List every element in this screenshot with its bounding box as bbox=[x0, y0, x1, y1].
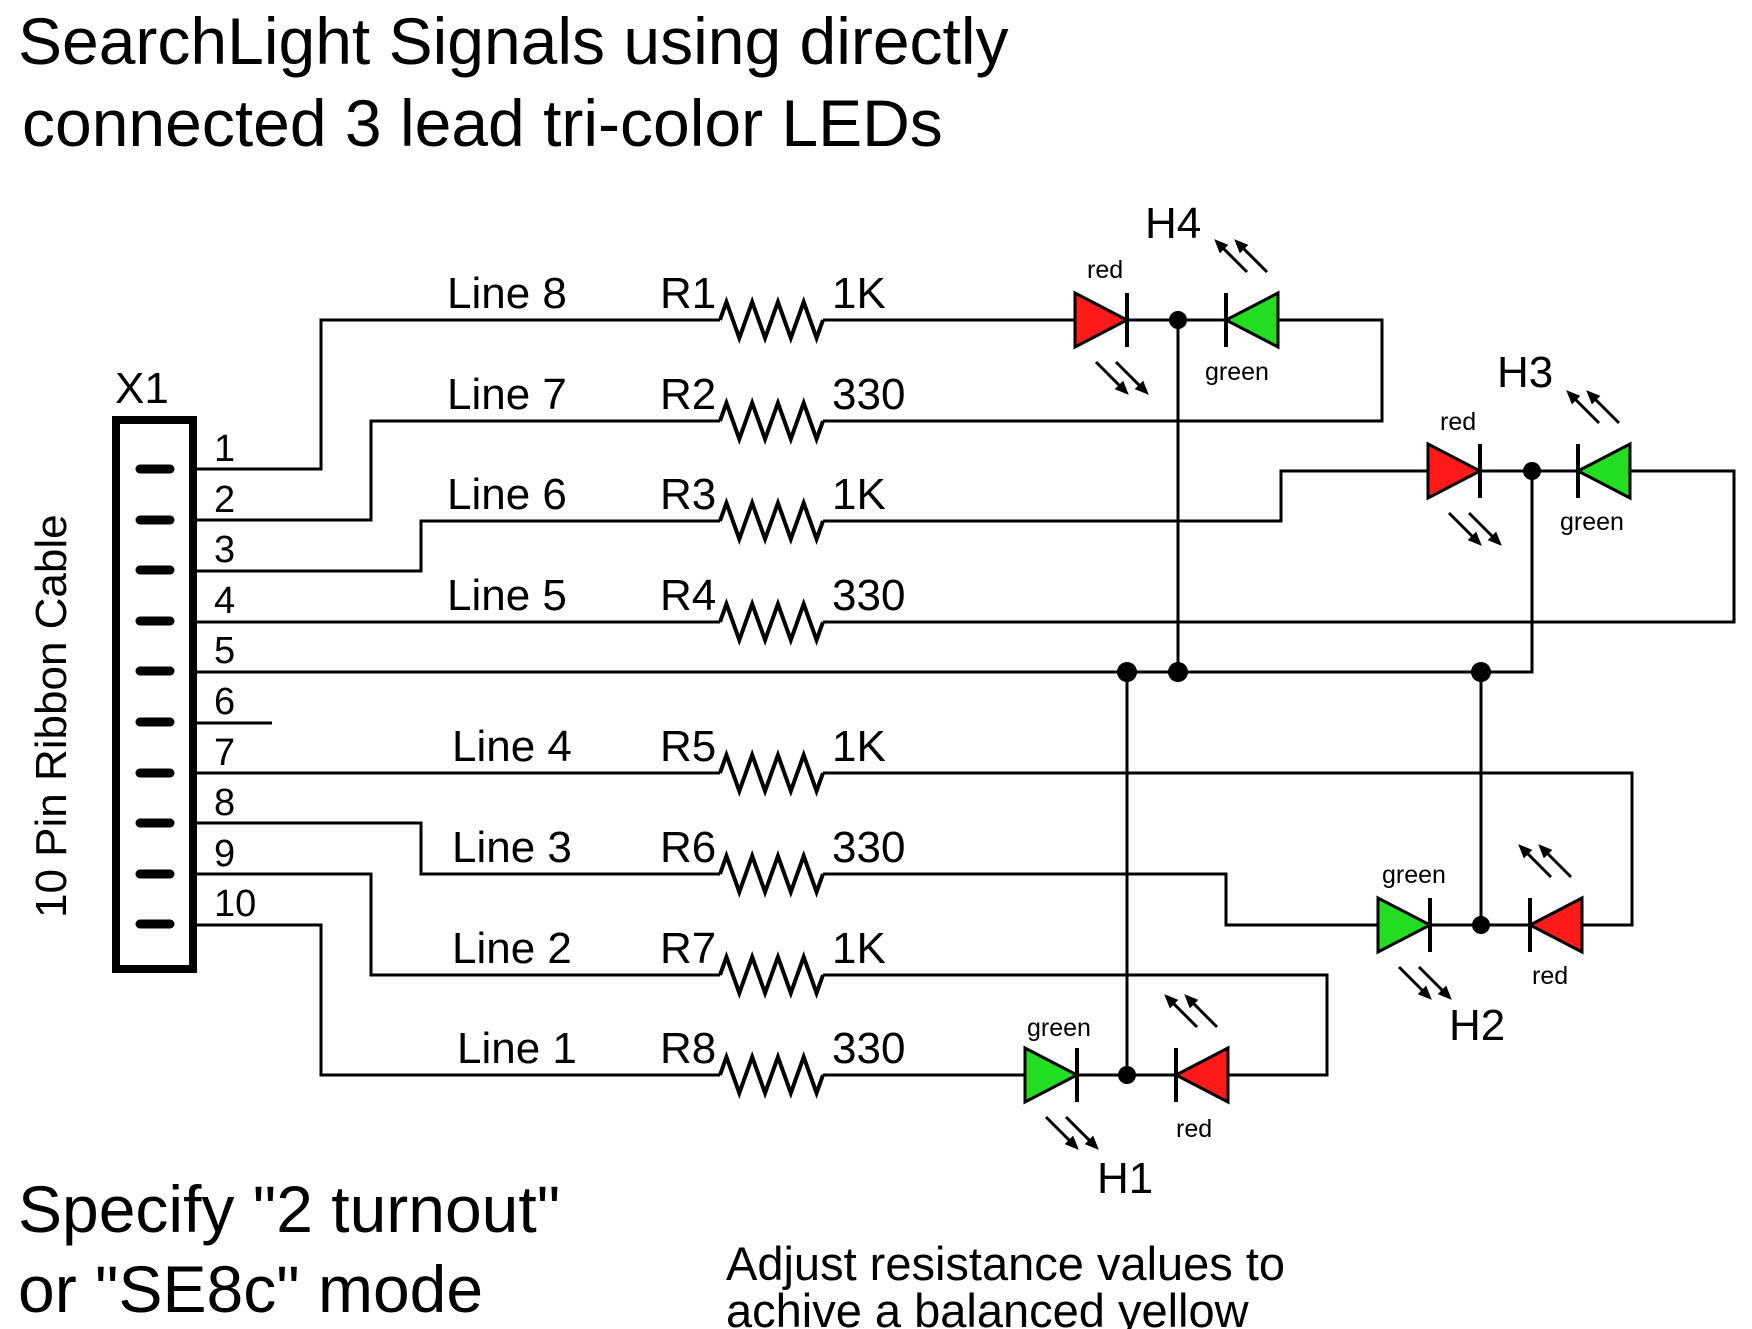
mode-note-line-1: Specify "2 turnout" bbox=[18, 1172, 560, 1246]
pin-number: 10 bbox=[214, 883, 256, 925]
resistor-value: 330 bbox=[832, 571, 905, 620]
h4-green-led bbox=[1214, 239, 1280, 350]
resistor-value: 330 bbox=[832, 1024, 905, 1073]
adjust-note-line-1: Adjust resistance values to bbox=[726, 1237, 1285, 1290]
title-line-1: SearchLight Signals using directly bbox=[18, 4, 1009, 78]
resistor-value: 1K bbox=[832, 470, 886, 519]
pin-number: 7 bbox=[214, 732, 235, 774]
pin-number: 6 bbox=[214, 681, 235, 723]
cable-label: 10 Pin Ribbon Cable bbox=[27, 514, 76, 918]
connector-body bbox=[112, 416, 197, 973]
resistor-label: R1 bbox=[660, 269, 716, 318]
h4-right-color-label: green bbox=[1205, 358, 1269, 386]
resistor-value: 330 bbox=[832, 823, 905, 872]
resistor-label: R5 bbox=[660, 722, 716, 771]
line-label: Line 7 bbox=[447, 370, 567, 419]
resistor-label: R6 bbox=[660, 823, 716, 872]
h3-green-led bbox=[1566, 390, 1632, 501]
junction-dots bbox=[1117, 311, 1541, 1084]
title-line-2: connected 3 lead tri-color LEDs bbox=[22, 86, 943, 160]
resistor-value: 1K bbox=[832, 269, 886, 318]
resistor-label: R4 bbox=[660, 571, 716, 620]
h4-red-led bbox=[1073, 290, 1149, 395]
line-label: Line 4 bbox=[452, 722, 572, 771]
resistor-symbol bbox=[718, 497, 825, 545]
leds bbox=[1023, 239, 1632, 1150]
resistor-label: R7 bbox=[660, 924, 716, 973]
h2-left-color-label: green bbox=[1382, 861, 1446, 889]
head-h2-label: H2 bbox=[1449, 1001, 1505, 1050]
resistor-symbol bbox=[718, 397, 825, 445]
h1-green-led bbox=[1023, 1045, 1099, 1150]
resistor-symbol bbox=[718, 749, 825, 797]
pin-number: 8 bbox=[214, 782, 235, 824]
adjust-note-line-2: achive a balanced yellow bbox=[726, 1284, 1250, 1329]
resistor-label: R3 bbox=[660, 470, 716, 519]
pin-number: 5 bbox=[214, 630, 235, 672]
pin-number: 3 bbox=[214, 529, 235, 571]
resistor-label: R8 bbox=[660, 1024, 716, 1073]
connector-label: X1 bbox=[115, 364, 169, 413]
resistor-symbol bbox=[718, 1051, 825, 1099]
line-label: Line 2 bbox=[452, 924, 572, 973]
h2-right-color-label: red bbox=[1532, 962, 1568, 990]
head-h1-label: H1 bbox=[1097, 1154, 1153, 1203]
line-label: Line 6 bbox=[447, 470, 567, 519]
h3-right-color-label: green bbox=[1560, 508, 1624, 536]
line-label: Line 3 bbox=[452, 823, 572, 872]
mode-note-line-2: or "SE8c" mode bbox=[18, 1252, 483, 1326]
h4-left-color-label: red bbox=[1087, 256, 1123, 284]
h3-red-led bbox=[1426, 441, 1502, 546]
resistor-label: R2 bbox=[660, 370, 716, 419]
pin-number: 9 bbox=[214, 833, 235, 875]
h1-red-led bbox=[1164, 994, 1230, 1105]
resistor-value: 330 bbox=[832, 370, 905, 419]
resistor-symbol bbox=[718, 598, 825, 646]
h2-green-led bbox=[1376, 895, 1452, 1000]
resistor-value: 1K bbox=[832, 924, 886, 973]
resistor-symbol bbox=[718, 850, 825, 898]
connector-pins: 1 2 3 4 5 6 7 8 9 10 bbox=[135, 428, 256, 929]
line-label: Line 5 bbox=[447, 571, 567, 620]
pin-number: 2 bbox=[214, 479, 235, 521]
pin-number: 4 bbox=[214, 580, 235, 622]
line-label: Line 8 bbox=[447, 269, 567, 318]
h1-left-color-label: green bbox=[1027, 1014, 1091, 1042]
resistor-symbol bbox=[718, 296, 825, 344]
head-h3-label: H3 bbox=[1497, 348, 1553, 397]
h1-right-color-label: red bbox=[1176, 1115, 1212, 1143]
resistor-value: 1K bbox=[832, 722, 886, 771]
h3-left-color-label: red bbox=[1440, 408, 1476, 436]
head-h4-label: H4 bbox=[1145, 199, 1201, 248]
resistor-symbol bbox=[718, 951, 825, 999]
h2-red-led bbox=[1518, 844, 1584, 955]
pin-number: 1 bbox=[214, 428, 235, 470]
wiring bbox=[193, 318, 1736, 1077]
line-label: Line 1 bbox=[457, 1024, 577, 1073]
